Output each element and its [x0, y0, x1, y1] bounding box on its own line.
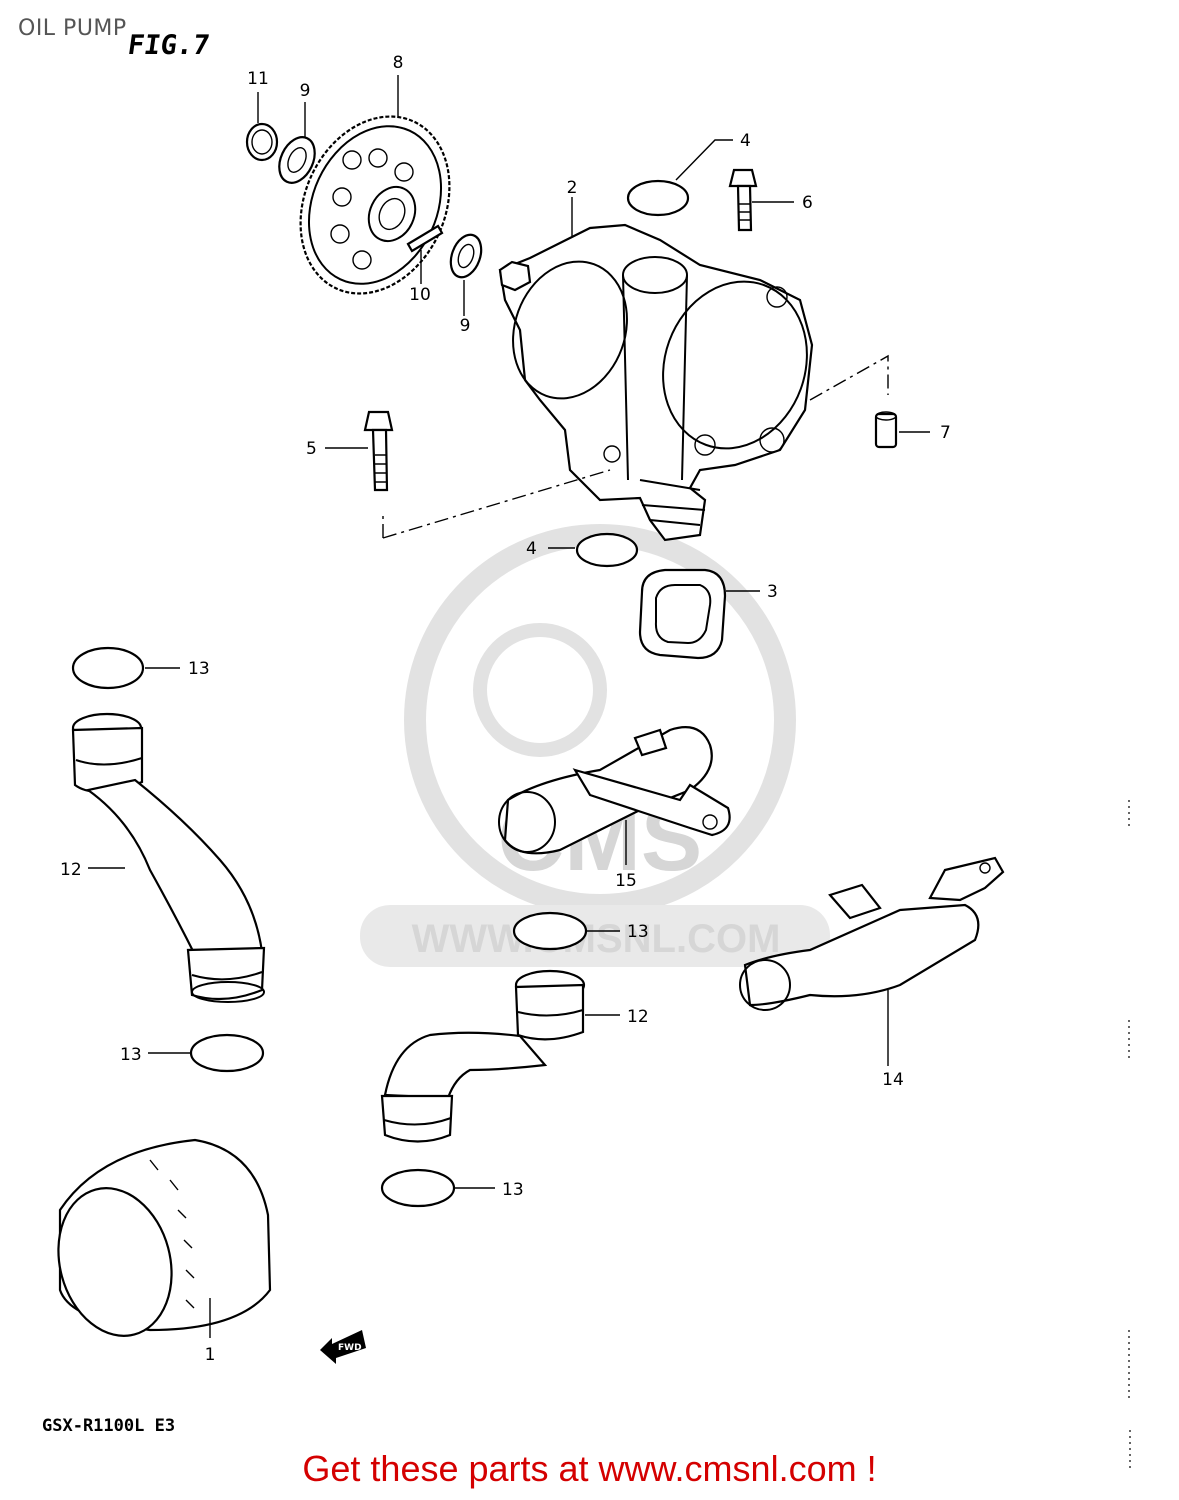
part-8-driven-gear[interactable] [273, 75, 478, 318]
callout-9-lower: 9 [460, 316, 471, 336]
part-12-pipe-a[interactable] [71, 712, 266, 1003]
callout-labels: 11 9 8 10 9 2 4 6 7 5 4 3 13 12 13 15 13… [60, 53, 951, 1365]
part-14-pipe[interactable] [739, 856, 1005, 1066]
part-4-o-ring-upper[interactable] [626, 139, 733, 217]
part-9-washer-upper[interactable] [272, 102, 321, 189]
part-9-washer-lower[interactable] [445, 231, 486, 316]
part-13-o-ring-b[interactable] [148, 1033, 265, 1073]
footer-cta: Get these parts at www.cmsnl.com ! [0, 1448, 1179, 1490]
part-7-dowel[interactable] [874, 411, 930, 449]
part-11-circlip[interactable] [245, 92, 279, 162]
part-2-oil-pump[interactable] [494, 197, 829, 542]
callout-5: 5 [306, 439, 317, 459]
fwd-label: FWD [338, 1343, 362, 1353]
part-12-pipe-b[interactable] [380, 969, 620, 1143]
callout-8: 8 [393, 53, 404, 73]
callout-1: 1 [205, 1345, 216, 1365]
assembly-guide-lines [382, 354, 889, 539]
callout-7: 7 [940, 423, 951, 443]
callout-13-a: 13 [188, 659, 210, 679]
part-13-o-ring-d[interactable] [380, 1168, 495, 1208]
part-10-pin[interactable] [406, 224, 444, 284]
footer-cta-link[interactable]: Get these parts at www.cmsnl.com ! [302, 1448, 877, 1489]
callout-12-a: 12 [60, 860, 82, 880]
model-label: GSX-R1100L E3 [42, 1416, 176, 1436]
callout-14: 14 [882, 1070, 904, 1090]
callout-4-lower: 4 [526, 539, 537, 559]
callout-9-upper: 9 [300, 81, 311, 101]
part-5-bolt[interactable] [325, 410, 394, 492]
page-title: OIL PUMP [18, 16, 127, 41]
callout-11: 11 [247, 69, 269, 89]
fwd-arrow-icon: FWD [320, 1330, 366, 1364]
watermark: CMS WWW.CMSNL.COM [360, 524, 830, 967]
callout-10: 10 [409, 285, 431, 305]
callout-2: 2 [567, 178, 578, 198]
callout-4-upper: 4 [740, 131, 751, 151]
callout-3: 3 [767, 582, 778, 602]
part-13-o-ring-a[interactable] [71, 646, 180, 690]
callout-12-b: 12 [627, 1007, 649, 1027]
callout-13-b: 13 [120, 1045, 142, 1065]
part-15-pipe[interactable] [498, 726, 731, 865]
callout-13-d: 13 [502, 1180, 524, 1200]
part-13-o-ring-c[interactable] [512, 911, 620, 951]
part-4-o-ring-lower[interactable] [548, 532, 639, 568]
part-6-bolt[interactable] [728, 168, 794, 232]
callout-15: 15 [615, 871, 637, 891]
callout-6: 6 [802, 193, 813, 213]
part-3-gasket[interactable] [638, 568, 760, 660]
watermark-url: WWW.CMSNL.COM [412, 917, 781, 961]
scan-edge-marks [1128, 800, 1131, 1470]
callout-13-c: 13 [627, 922, 649, 942]
part-1-oil-filter[interactable] [42, 1138, 272, 1349]
